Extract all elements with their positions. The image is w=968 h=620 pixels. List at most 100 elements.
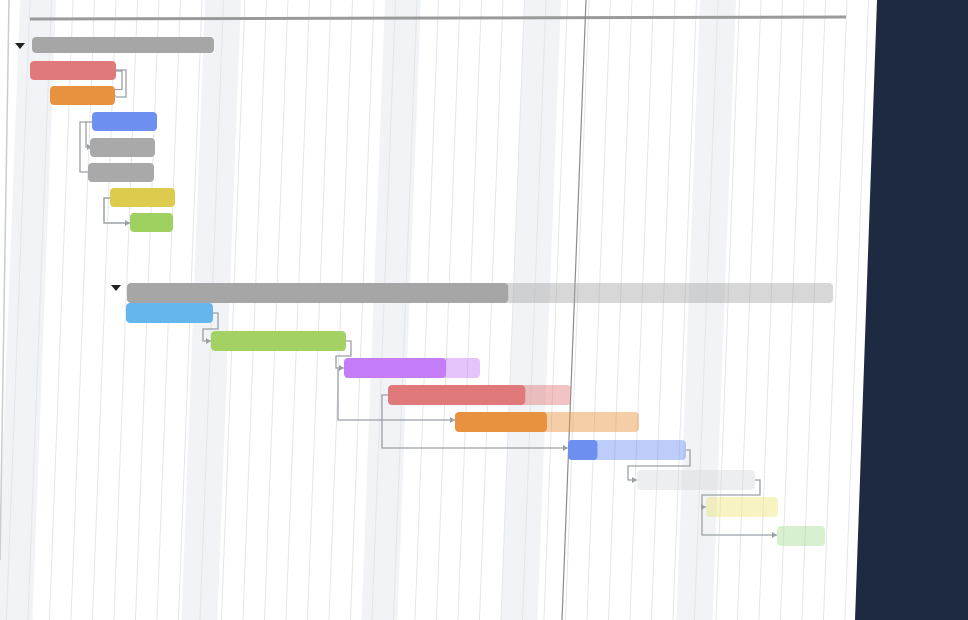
grid-line (27, 0, 52, 620)
grid-line (435, 0, 461, 620)
dependency-connector (627, 449, 691, 481)
grid-line (263, 0, 289, 620)
bar-track (706, 497, 778, 517)
arrow-head-icon (772, 532, 777, 538)
task-bar[interactable] (92, 112, 157, 131)
bar-fill (90, 138, 155, 157)
grid-line (478, 0, 504, 620)
grid-line (672, 0, 697, 620)
task-bars[interactable] (30, 37, 833, 546)
grid-line (715, 0, 740, 620)
grid-line (220, 0, 246, 620)
bar-progress (455, 412, 547, 432)
grid-line (607, 0, 633, 620)
group-toggle-1-icon[interactable] (15, 43, 25, 49)
grid-line (629, 0, 654, 620)
dependency-connector (103, 197, 130, 224)
task-bar[interactable] (344, 358, 480, 378)
bar-fill (30, 61, 116, 80)
grid-line (801, 0, 826, 620)
bar-fill (88, 163, 154, 182)
arrow-head-icon (701, 504, 706, 510)
bar-fill (32, 37, 214, 53)
bar-progress (568, 440, 598, 460)
bar-fill (211, 331, 346, 351)
dependency-connector (79, 121, 88, 173)
grid-line (822, 0, 848, 620)
grid-line (457, 0, 482, 620)
dependency-connector (116, 69, 127, 98)
left-divider (0, 0, 10, 561)
task-bar[interactable] (568, 440, 686, 460)
task-bar[interactable] (110, 188, 175, 207)
task-bar[interactable] (130, 213, 173, 232)
grid-line (500, 0, 525, 620)
grid-line (306, 0, 332, 620)
task-bar[interactable] (706, 497, 778, 517)
bar-progress (127, 283, 509, 303)
dependency-connector (337, 368, 455, 421)
arrow-head-icon (206, 338, 211, 344)
dependency-connector (381, 394, 568, 449)
header-divider (29, 15, 847, 21)
grid-line (844, 0, 869, 620)
bar-track (777, 526, 825, 546)
grid-line (242, 0, 267, 620)
task-bar[interactable] (777, 526, 825, 546)
task-bar[interactable] (88, 163, 154, 182)
task-bar[interactable] (388, 385, 571, 405)
task-bar[interactable] (30, 61, 116, 80)
bar-fill (130, 213, 173, 232)
grid-line (586, 0, 611, 620)
bar-progress (344, 358, 446, 378)
grid-line (285, 0, 310, 620)
group-summary-bar-2[interactable] (127, 283, 833, 303)
today-marker (561, 0, 587, 620)
grid-line (5, 0, 31, 620)
grid-line (414, 0, 439, 620)
bar-track (637, 470, 755, 490)
grid-line (779, 0, 805, 620)
dependency-connector (335, 340, 352, 369)
task-bar[interactable] (211, 331, 346, 351)
arrow-head-icon (339, 365, 344, 371)
arrow-head-icon (632, 477, 637, 483)
grid-line (521, 0, 547, 620)
task-bar[interactable] (50, 86, 115, 105)
weekend-band (361, 0, 421, 620)
task-bar[interactable] (126, 303, 213, 323)
grid-line (371, 0, 396, 620)
grid-line (543, 0, 568, 620)
grid-line (113, 0, 138, 620)
grid-line (736, 0, 762, 620)
weekend-bands (0, 0, 736, 620)
task-bar[interactable] (455, 412, 639, 432)
arrow-head-icon (87, 144, 92, 150)
arrow-head-icon (450, 417, 455, 423)
grid-line (349, 0, 375, 620)
grid-line (650, 0, 676, 620)
bar-fill (126, 303, 213, 323)
arrow-head-icon (563, 445, 568, 451)
group-toggle-2-icon[interactable] (111, 285, 121, 291)
bar-fill (110, 188, 175, 207)
dependency-connector (202, 312, 219, 342)
group-summary-bar-1[interactable] (32, 37, 214, 53)
task-bar[interactable] (637, 470, 755, 490)
weekend-band (501, 0, 561, 620)
grid-lines (5, 0, 869, 620)
weekend-band (0, 0, 56, 620)
task-bar[interactable] (90, 138, 155, 157)
grid-line (328, 0, 353, 620)
grid-line (758, 0, 783, 620)
grid-line (693, 0, 719, 620)
bar-fill (92, 112, 157, 131)
grid-line (392, 0, 418, 620)
bar-progress (388, 385, 526, 405)
grid-line (564, 0, 590, 620)
dependency-connector (701, 507, 777, 536)
bar-fill (50, 86, 115, 105)
